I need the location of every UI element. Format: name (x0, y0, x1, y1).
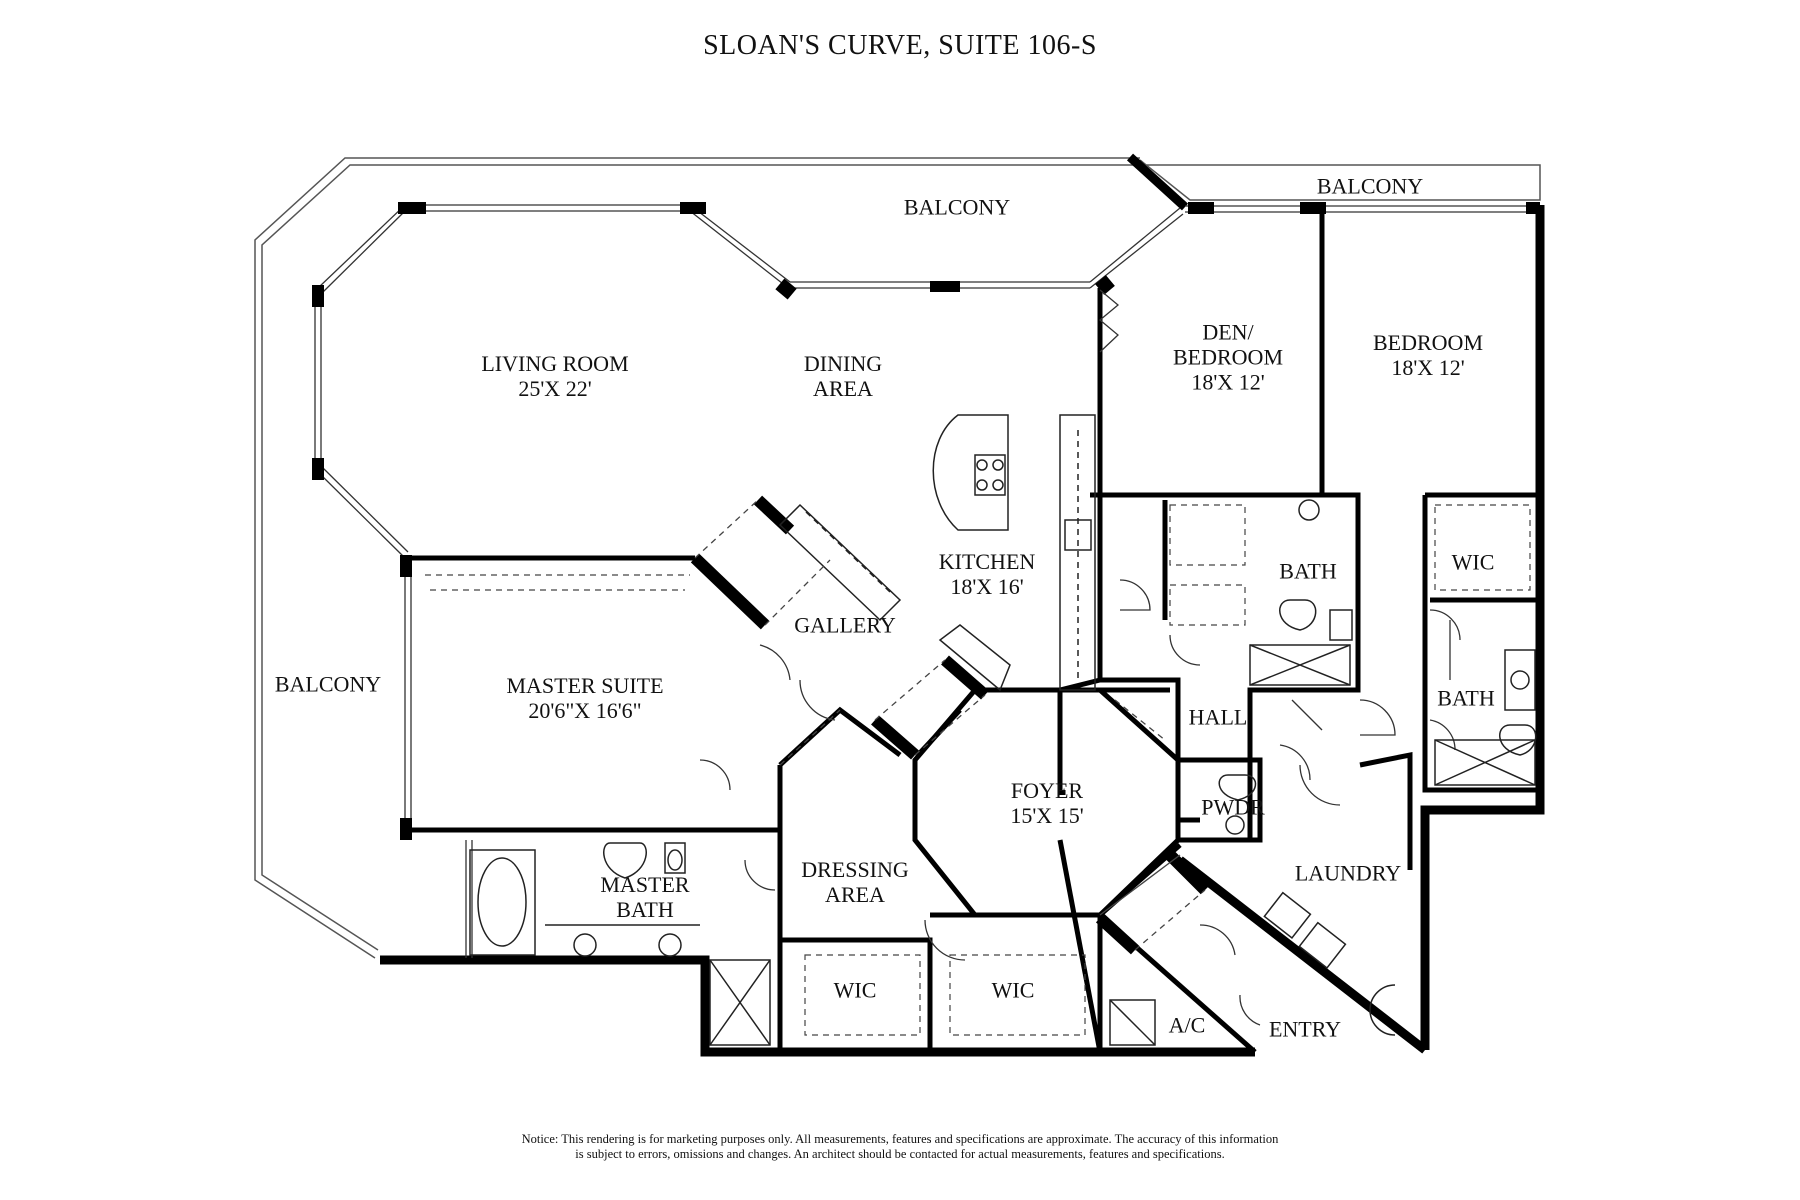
room-name: DRESSING (801, 857, 909, 882)
room-name: KITCHEN (938, 549, 1036, 574)
bath-1-label: BATH (1279, 559, 1336, 584)
wic-left-label: WIC (834, 978, 877, 1003)
room-name: HALL (1188, 704, 1248, 730)
room-name-line2: AREA (813, 376, 873, 401)
window-posts (312, 202, 1540, 840)
door-swings (699, 289, 1461, 1026)
window-runs (314, 204, 1540, 958)
disclaimer-notice: Notice: This rendering is for marketing … (0, 1132, 1800, 1162)
room-name: BATH (1437, 685, 1495, 711)
balcony-left-label: BALCONY (275, 672, 381, 697)
laundry-label: LAUNDRY (1295, 861, 1401, 886)
room-name: A/C (1168, 1012, 1206, 1038)
notice-line-1: Notice: This rendering is for marketing … (521, 1132, 1279, 1146)
room-dimensions: 18'X 12' (1391, 355, 1465, 380)
room-name: BALCONY (1316, 173, 1424, 199)
room-name: FOYER (1010, 778, 1084, 803)
room-name: WIC (1451, 549, 1495, 575)
bath-fixtures (469, 499, 1537, 1046)
room-dimensions: 15'X 15' (1010, 803, 1084, 828)
room-name: LAUNDRY (1294, 860, 1402, 886)
room-name: ENTRY (1268, 1016, 1342, 1042)
dressing-area-label: DRESSING AREA (801, 857, 909, 907)
interior-walls (406, 212, 1540, 1055)
room-dimensions: 25'X 22' (518, 376, 592, 401)
hall-label: HALL (1189, 705, 1248, 730)
room-name-line2: AREA (825, 882, 885, 907)
kitchen-fixtures (778, 414, 1096, 692)
room-name: LIVING ROOM (481, 351, 629, 376)
balcony-top-label: BALCONY (904, 195, 1010, 220)
room-name: DEN/ (1202, 319, 1254, 345)
room-name: WIC (991, 977, 1035, 1003)
room-name-line2: BATH (616, 897, 674, 922)
room-name: BALCONY (903, 194, 1011, 220)
foyer-label: FOYER 15'X 15' (1010, 778, 1083, 828)
master-bath-label: MASTER BATH (600, 872, 689, 922)
room-name: WIC (833, 977, 877, 1003)
dashed-openings (425, 499, 1206, 951)
room-name: GALLERY (794, 612, 896, 638)
dining-area-label: DINING AREA (804, 351, 882, 401)
bedroom-label: BEDROOM 18'X 12' (1373, 330, 1483, 380)
bath-2-label: BATH (1437, 686, 1494, 711)
room-name: MASTER (600, 872, 690, 897)
heavy-wall-accents (690, 495, 1210, 955)
balcony-outline (254, 157, 1541, 959)
wic-bedroom-label: WIC (1452, 550, 1495, 575)
notice-line-2: is subject to errors, omissions and chan… (575, 1147, 1225, 1161)
closet-shelves (804, 504, 1531, 1036)
entry-label: ENTRY (1269, 1017, 1341, 1042)
balcony-top-right-label: BALCONY (1317, 174, 1423, 199)
room-name: BALCONY (274, 671, 382, 697)
room-dimensions: 20'6"X 16'6" (528, 698, 642, 723)
room-name: MASTER SUITE (506, 673, 664, 698)
room-dimensions: 18'X 16' (950, 574, 1024, 599)
pwdr-label: PWDR (1201, 795, 1265, 820)
den-bedroom-label: DEN/ BEDROOM 18'X 12' (1173, 320, 1283, 395)
room-name: DINING (803, 351, 883, 376)
gallery-label: GALLERY (794, 613, 895, 638)
living-room-label: LIVING ROOM 25'X 22' (481, 351, 628, 401)
room-name: PWDR (1201, 794, 1265, 820)
room-name-line2: BEDROOM (1172, 344, 1284, 370)
kitchen-label: KITCHEN 18'X 16' (939, 549, 1036, 599)
room-name: BATH (1279, 558, 1337, 584)
wic-right-label: WIC (992, 978, 1035, 1003)
plan-title: SLOAN'S CURVE, SUITE 106-S (703, 30, 1097, 61)
room-dimensions: 18'X 12' (1191, 369, 1265, 395)
room-name: BEDROOM (1372, 330, 1484, 355)
master-suite-label: MASTER SUITE 20'6"X 16'6" (506, 673, 663, 723)
ac-label: A/C (1169, 1013, 1206, 1038)
